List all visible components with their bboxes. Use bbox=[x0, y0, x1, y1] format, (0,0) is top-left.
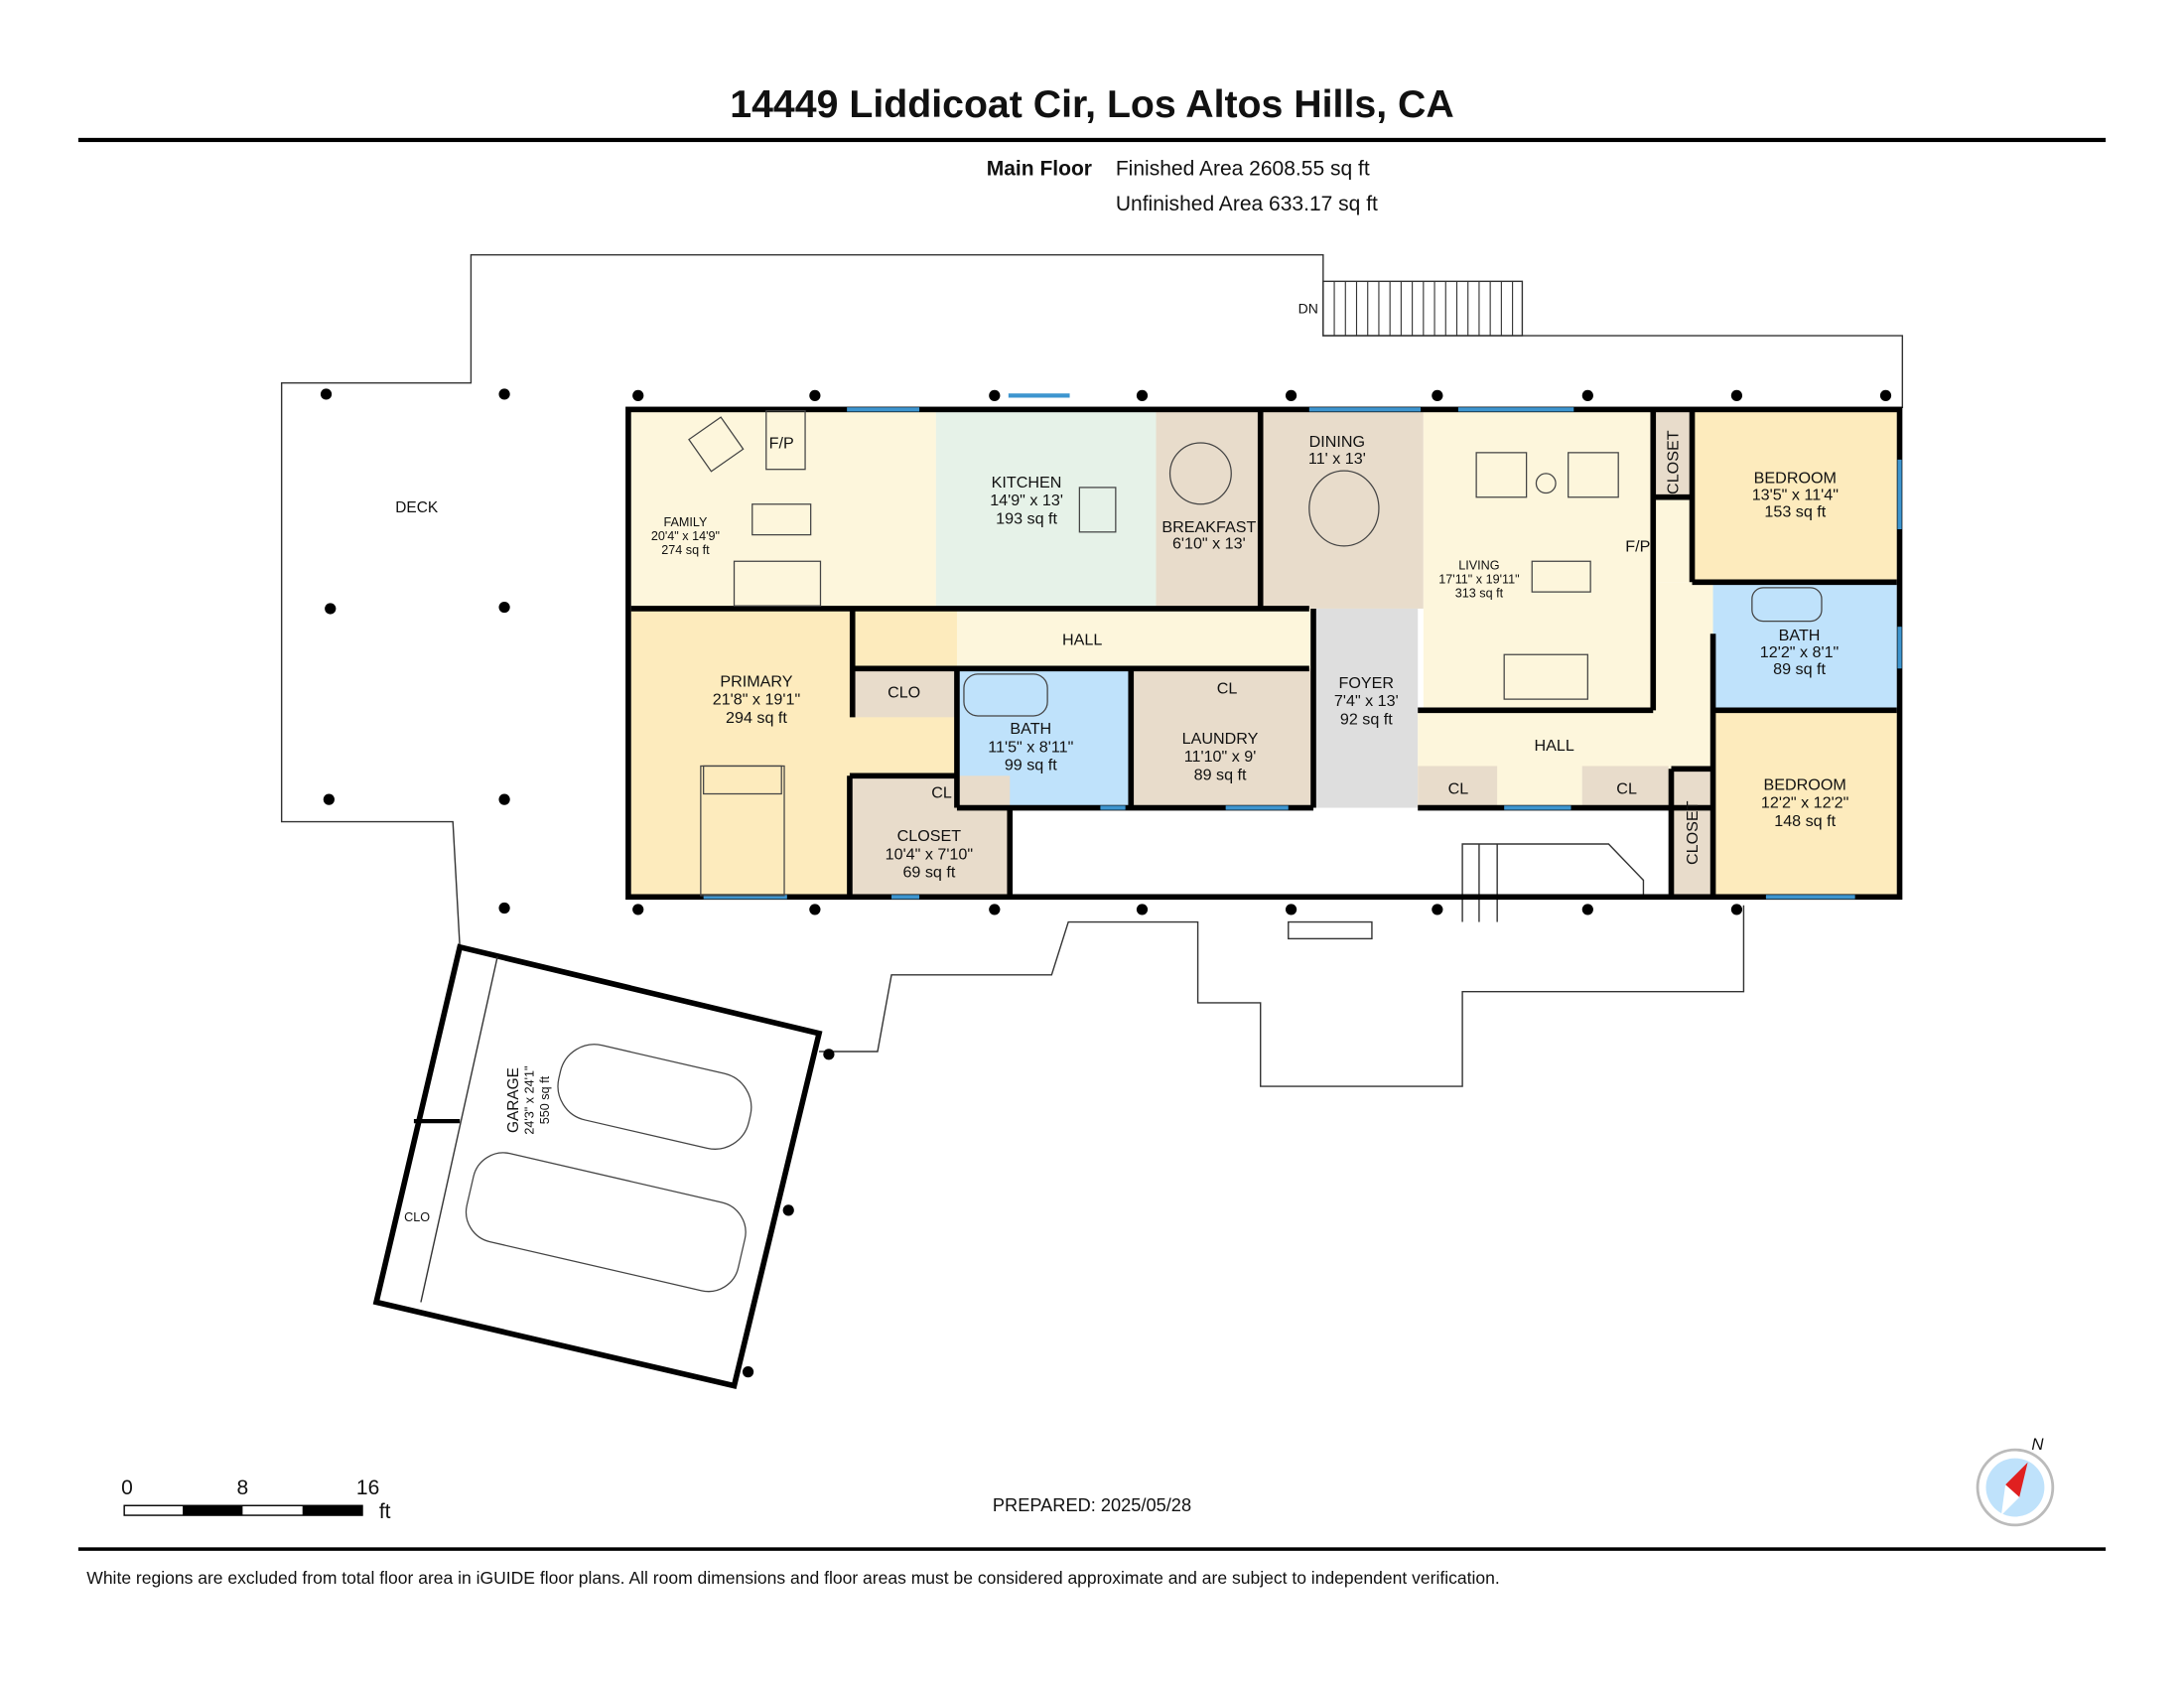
svg-text:16: 16 bbox=[356, 1477, 379, 1499]
deck-post bbox=[1432, 389, 1443, 401]
garage bbox=[372, 943, 823, 1389]
svg-text:F/P: F/P bbox=[1625, 537, 1650, 555]
deck-post bbox=[498, 601, 510, 614]
deck-post bbox=[632, 389, 644, 401]
deck-label: DECK bbox=[395, 499, 439, 516]
room-clo bbox=[852, 668, 957, 718]
svg-text:CL: CL bbox=[1217, 680, 1238, 698]
svg-text:CLOSET: CLOSET bbox=[1684, 800, 1702, 865]
svg-text:0: 0 bbox=[121, 1477, 133, 1499]
room-fills bbox=[630, 410, 1897, 896]
deck-post bbox=[320, 388, 333, 400]
room-laundry bbox=[1131, 668, 1312, 808]
room-living bbox=[1423, 410, 1654, 711]
room-dining bbox=[1260, 410, 1424, 609]
svg-text:HALL: HALL bbox=[1062, 631, 1102, 648]
room-bath2 bbox=[1712, 582, 1897, 711]
deck-post bbox=[1730, 904, 1743, 915]
deck-post bbox=[1730, 389, 1743, 401]
furniture bbox=[688, 410, 1823, 897]
deck-post bbox=[989, 904, 1001, 915]
garage-clo-label: CLO bbox=[404, 1210, 430, 1224]
deck-post bbox=[1879, 389, 1892, 401]
unfinished-area: Unfinished Area 633.17 sq ft bbox=[1116, 193, 1378, 215]
deck-post bbox=[632, 904, 644, 915]
stairs-down bbox=[1322, 280, 1524, 337]
page-title: 14449 Liddicoat Cir, Los Altos Hills, CA bbox=[730, 82, 1454, 126]
finished-area: Finished Area 2608.55 sq ft bbox=[1116, 158, 1370, 181]
room-bedroom2 bbox=[1712, 710, 1897, 896]
windows bbox=[703, 393, 1902, 900]
garage-label: GARAGE24'3" x 24'1"550 sq ft bbox=[505, 1066, 552, 1135]
deck-post bbox=[742, 1365, 754, 1378]
svg-text:CL: CL bbox=[931, 784, 952, 802]
room-bedroom1 bbox=[1692, 410, 1897, 583]
deck-post bbox=[498, 902, 510, 914]
header-rule bbox=[77, 137, 2107, 143]
disclaimer: White regions are excluded from total fl… bbox=[86, 1568, 1499, 1588]
room-closet-right bbox=[1671, 769, 1713, 896]
svg-text:N: N bbox=[2031, 1435, 2044, 1454]
room-closet-top bbox=[1653, 410, 1693, 497]
deck-post bbox=[989, 389, 1001, 401]
deck-post bbox=[809, 904, 821, 915]
footer-rule bbox=[77, 1547, 2107, 1551]
stairs-dn-label: DN bbox=[1298, 301, 1318, 317]
floor-name: Main Floor bbox=[987, 158, 1092, 181]
deck-post bbox=[1136, 389, 1149, 401]
deck-post bbox=[1432, 904, 1443, 915]
svg-text:CL: CL bbox=[1616, 780, 1637, 798]
deck-post bbox=[323, 793, 335, 805]
deck-posts bbox=[320, 388, 1892, 1378]
deck-outline bbox=[280, 253, 1904, 1087]
room-foyer bbox=[1313, 608, 1419, 808]
deck-post bbox=[498, 793, 510, 805]
room-family bbox=[630, 410, 936, 609]
svg-text:8: 8 bbox=[237, 1477, 249, 1499]
deck-post bbox=[782, 1204, 794, 1216]
deck-post bbox=[1581, 389, 1593, 401]
deck-post bbox=[809, 389, 821, 401]
deck-post bbox=[325, 603, 337, 615]
room-kitchen bbox=[935, 410, 1157, 609]
deck-post bbox=[498, 388, 510, 400]
deck-post bbox=[1285, 389, 1297, 401]
deck-post bbox=[823, 1049, 835, 1060]
room-breakfast bbox=[1156, 410, 1261, 609]
prepared-date: PREPARED: 2025/05/28 bbox=[993, 1494, 1191, 1515]
svg-text:CLO: CLO bbox=[887, 684, 920, 702]
svg-text:F/P: F/P bbox=[769, 435, 794, 453]
svg-text:ft: ft bbox=[379, 1500, 391, 1523]
svg-text:CLOSET: CLOSET bbox=[1665, 430, 1683, 494]
deck-post bbox=[1285, 904, 1297, 915]
deck-post bbox=[1136, 904, 1149, 915]
deck-post bbox=[1581, 904, 1593, 915]
svg-text:CL: CL bbox=[1448, 780, 1469, 798]
svg-text:HALL: HALL bbox=[1535, 737, 1574, 755]
scale-bar: 0 8 16 ft bbox=[121, 1477, 391, 1523]
compass-icon: N bbox=[1976, 1435, 2055, 1527]
